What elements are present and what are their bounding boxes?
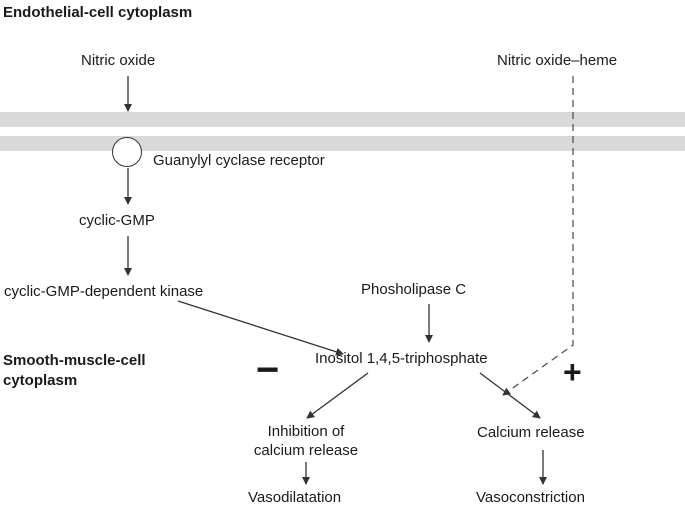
membrane-band-inner [0,136,685,151]
vasoconstriction-label: Vasoconstriction [476,489,585,506]
guanylyl-cyclase-receptor-label: Guanylyl cyclase receptor [153,152,325,169]
phospholipase-c-label: Phosholipase C [361,281,467,298]
ip3-label: Inositol 1,4,5-triphosphate [315,350,488,367]
plus-sign: + [563,354,582,390]
arrow-kinase-to-ip3 [177,300,344,356]
arrow-ip3-to-inhibition [306,372,369,419]
calcium-release-label: Calcium release [477,424,585,441]
nitric-oxide-heme-label: Nitric oxide–heme [497,52,618,69]
arrow-ip3-to-calcium [479,372,541,419]
smooth-muscle-region-label-line2: cytoplasm [3,372,78,389]
inhibition-label-line1: Inhibition of [267,423,345,440]
vasodilatation-label: Vasodilatation [248,489,342,506]
arrow-noheme-dashed [502,76,574,396]
minus-sign: − [256,348,280,392]
membrane-band-outer [0,112,685,127]
cgmp-dependent-kinase-label: cyclic-GMP-dependent kinase [4,283,204,300]
guanylyl-cyclase-receptor-circle [112,137,142,167]
smooth-muscle-region-label-line1: Smooth-muscle-cell [3,352,146,369]
nitric-oxide-label: Nitric oxide [81,52,156,69]
endothelial-region-label: Endothelial-cell cytoplasm [3,4,193,21]
inhibition-label-line2: calcium release [253,442,359,459]
cyclic-gmp-label: cyclic-GMP [79,212,155,229]
